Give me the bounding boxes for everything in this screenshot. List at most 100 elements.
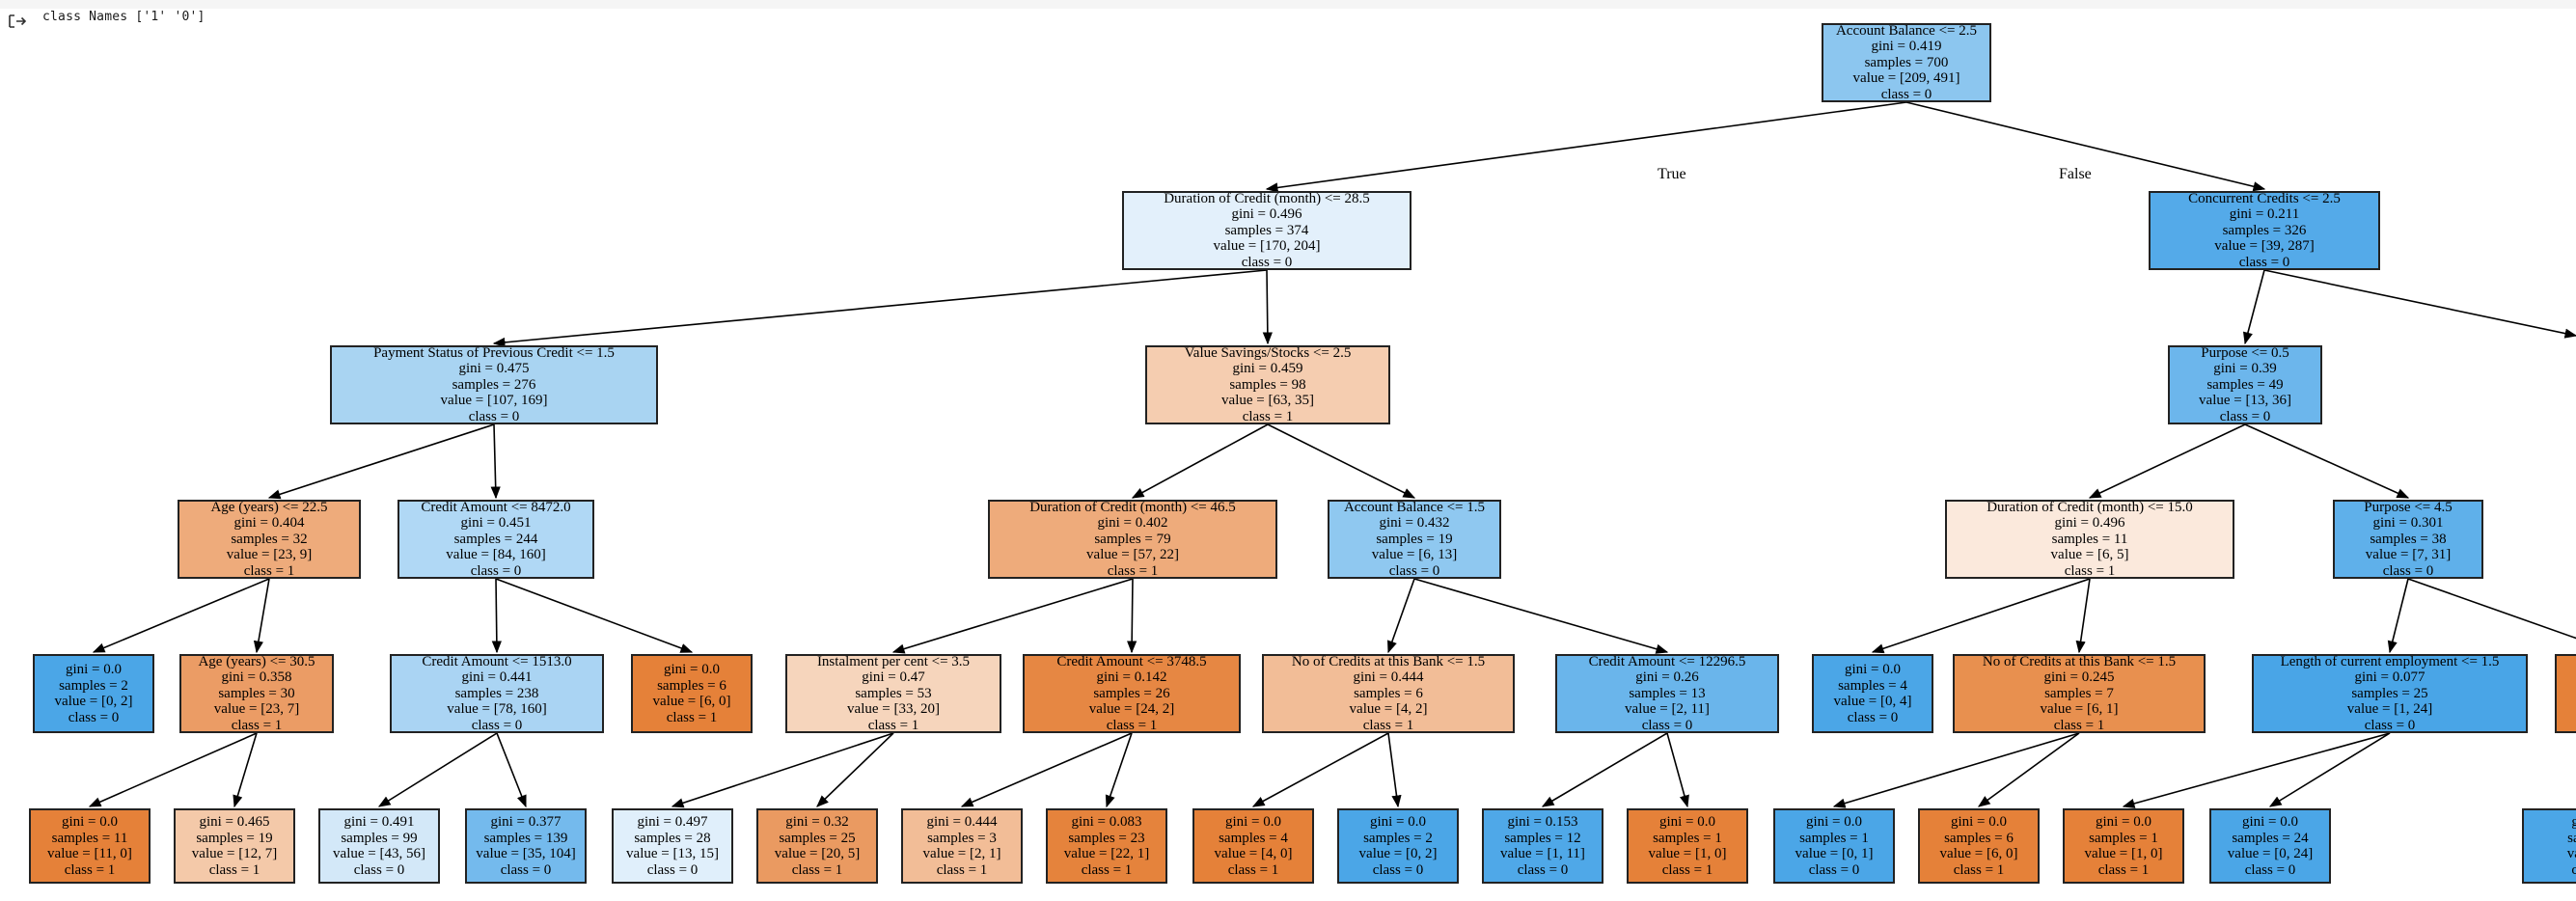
node-stat: class = 1 bbox=[208, 861, 260, 878]
node-stat: value = [4, 2] bbox=[1349, 701, 1428, 718]
tree-edge bbox=[1127, 578, 1137, 654]
tree-edge bbox=[1262, 269, 1273, 345]
node-stat: samples = 53 bbox=[855, 685, 932, 701]
node-stat: class = 0 bbox=[2238, 254, 2290, 270]
node-condition: Duration of Credit (month) <= 46.5 bbox=[1029, 499, 1236, 515]
node-stat: gini = 0.0 bbox=[2241, 814, 2299, 830]
node-condition: Duration of Credit (month) <= 28.5 bbox=[1164, 190, 1370, 206]
node-stat: class = 0 bbox=[68, 709, 120, 725]
tree-edge bbox=[496, 732, 527, 808]
node-stat: value = [13, 15] bbox=[626, 846, 719, 861]
node-stat: samples = 38 bbox=[2370, 531, 2447, 547]
edge-label: False bbox=[2059, 166, 2092, 182]
node-stat: value = [57, 22] bbox=[1086, 547, 1179, 563]
node-stat: samples = 6 bbox=[1354, 685, 1423, 701]
edge-label: True bbox=[1658, 166, 1686, 182]
node-stat: class = 0 bbox=[1388, 562, 1440, 579]
node-stat: samples = 2 bbox=[59, 677, 128, 694]
node-stat: samples = 6 bbox=[657, 677, 726, 694]
node-stat: value = [0, 2] bbox=[54, 694, 133, 709]
node-stat: samp bbox=[2567, 830, 2576, 846]
node-stat: samples = 1 bbox=[2089, 830, 2158, 846]
node-stat: value = [23, 7] bbox=[213, 701, 300, 718]
node-stat: gini = 0.083 bbox=[1071, 814, 1142, 830]
tree-edge bbox=[1387, 578, 1415, 654]
node-stat: value = [0, 4] bbox=[1833, 694, 1912, 709]
tree-edge bbox=[233, 732, 258, 808]
node-stat: class = 0 bbox=[2219, 408, 2271, 424]
node-stat: samples = 19 bbox=[196, 830, 273, 846]
node-condition: Account Balance <= 1.5 bbox=[1343, 499, 1486, 515]
tree-node: ginisampvalueclas bbox=[2555, 654, 2576, 733]
node-stat: class = 1 bbox=[2097, 861, 2150, 878]
node-stat: class = 1 bbox=[791, 861, 843, 878]
node-stat: samples = 13 bbox=[1629, 685, 1706, 701]
node-condition: Credit Amount <= 3748.5 bbox=[1056, 653, 1207, 669]
node-stat: value = [209, 491] bbox=[1852, 70, 1960, 87]
tree-edge bbox=[2242, 269, 2265, 345]
node-stat: gini = 0.39 bbox=[2213, 361, 2277, 377]
tree-edge bbox=[2268, 732, 2391, 807]
node-stat: samples = 30 bbox=[218, 685, 295, 701]
node-stat: samples = 326 bbox=[2222, 222, 2307, 238]
node-stat: gini = 0.0 bbox=[65, 662, 123, 677]
node-stat: value = [2, 1] bbox=[922, 846, 1001, 861]
node-stat: class = 0 bbox=[646, 861, 699, 878]
tree-edge bbox=[267, 423, 495, 500]
tree-edge bbox=[495, 578, 694, 653]
node-stat: samples = 11 bbox=[51, 830, 128, 846]
node-stat: gini = 0.0 bbox=[1844, 662, 1902, 677]
node-stat: samples = 99 bbox=[341, 830, 418, 846]
tree-edge bbox=[2387, 578, 2409, 654]
node-stat: samples = 11 bbox=[2051, 531, 2128, 547]
node-stat: class = 0 bbox=[353, 861, 405, 878]
node-stat: value = [1, 0] bbox=[2084, 846, 2163, 861]
node-stat: samples = 24 bbox=[2232, 830, 2309, 846]
node-stat: class = 1 bbox=[1106, 717, 1158, 733]
node-stat: gini = 0.47 bbox=[862, 669, 925, 686]
node-stat: samples = 25 bbox=[2351, 685, 2428, 701]
node-stat: class = 1 bbox=[1362, 717, 1414, 733]
tree-edge bbox=[253, 578, 270, 654]
node-stat: gini = 0.475 bbox=[458, 361, 530, 377]
node-stat: samples = 12 bbox=[1504, 830, 1581, 846]
node-stat: value = [6, 1] bbox=[2040, 701, 2119, 718]
tree-edge bbox=[1413, 578, 1669, 654]
node-stat: value = [22, 1] bbox=[1063, 846, 1150, 861]
node-stat: class = 1 bbox=[1227, 861, 1279, 878]
node-stat: gini = 0.358 bbox=[221, 669, 292, 686]
node-stat: samples = 26 bbox=[1093, 685, 1170, 701]
node-stat: class = 1 bbox=[1661, 861, 1713, 878]
tree-edge bbox=[2244, 423, 2410, 499]
node-stat: gini = 0.459 bbox=[1232, 361, 1303, 377]
tree-node: ginisampvalueclas bbox=[2522, 808, 2576, 884]
tree-edge bbox=[2122, 732, 2391, 808]
node-stat: samples = 23 bbox=[1068, 830, 1145, 846]
node-stat: class = 1 bbox=[2053, 717, 2105, 733]
node-stat: class = 0 bbox=[1641, 717, 1693, 733]
node-stat: class = 1 bbox=[1242, 408, 1294, 424]
node-stat: gini = 0.496 bbox=[1231, 206, 1302, 223]
node-condition: Credit Amount <= 1513.0 bbox=[422, 653, 572, 669]
node-stat: value = [4, 0] bbox=[1214, 846, 1293, 861]
node-stat: value = [170, 204] bbox=[1213, 238, 1321, 255]
node-stat: value = [84, 160] bbox=[446, 547, 546, 563]
tree-edge bbox=[88, 732, 258, 807]
output-arrow-icon bbox=[8, 11, 75, 32]
